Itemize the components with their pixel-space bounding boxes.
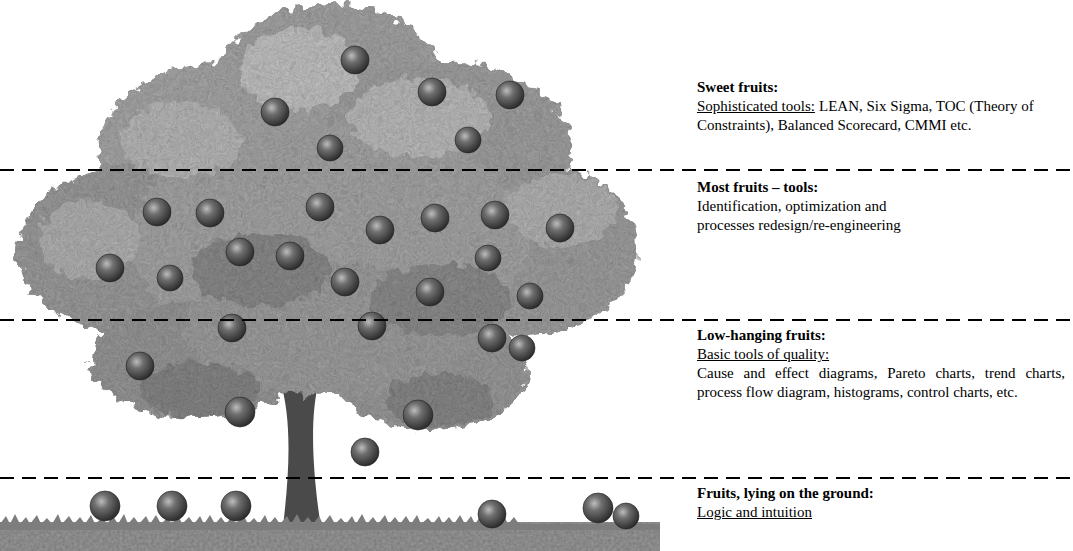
dashed-separator xyxy=(0,170,1073,478)
text-block: Sweet fruits: Sophisticated tools:LEAN, … xyxy=(697,78,1065,135)
band-text: Cause and effect diagrams, Pareto charts… xyxy=(697,364,1065,402)
text-block: Most fruits – tools: Identification, opt… xyxy=(697,178,1065,235)
band-body: Sophisticated tools:LEAN, Six Sigma, TOC… xyxy=(697,97,1065,135)
band-subheading: Logic and intuition xyxy=(697,503,1065,522)
tree-foliage xyxy=(18,4,638,430)
band-heading: Low-hanging fruits: xyxy=(697,326,1065,345)
band-text: Identification, optimization and process… xyxy=(697,197,947,235)
band-heading: Sweet fruits: xyxy=(697,78,1065,97)
text-block: Fruits, lying on the ground: Logic and i… xyxy=(697,484,1065,522)
band-subheading: Basic tools of quality: xyxy=(697,345,1065,364)
band-subheading: Sophisticated tools: xyxy=(697,98,815,114)
text-block: Low-hanging fruits: Basic tools of quali… xyxy=(697,326,1065,402)
band-heading: Fruits, lying on the ground: xyxy=(697,484,1065,503)
apples xyxy=(90,46,639,529)
band-heading: Most fruits – tools: xyxy=(697,178,1065,197)
